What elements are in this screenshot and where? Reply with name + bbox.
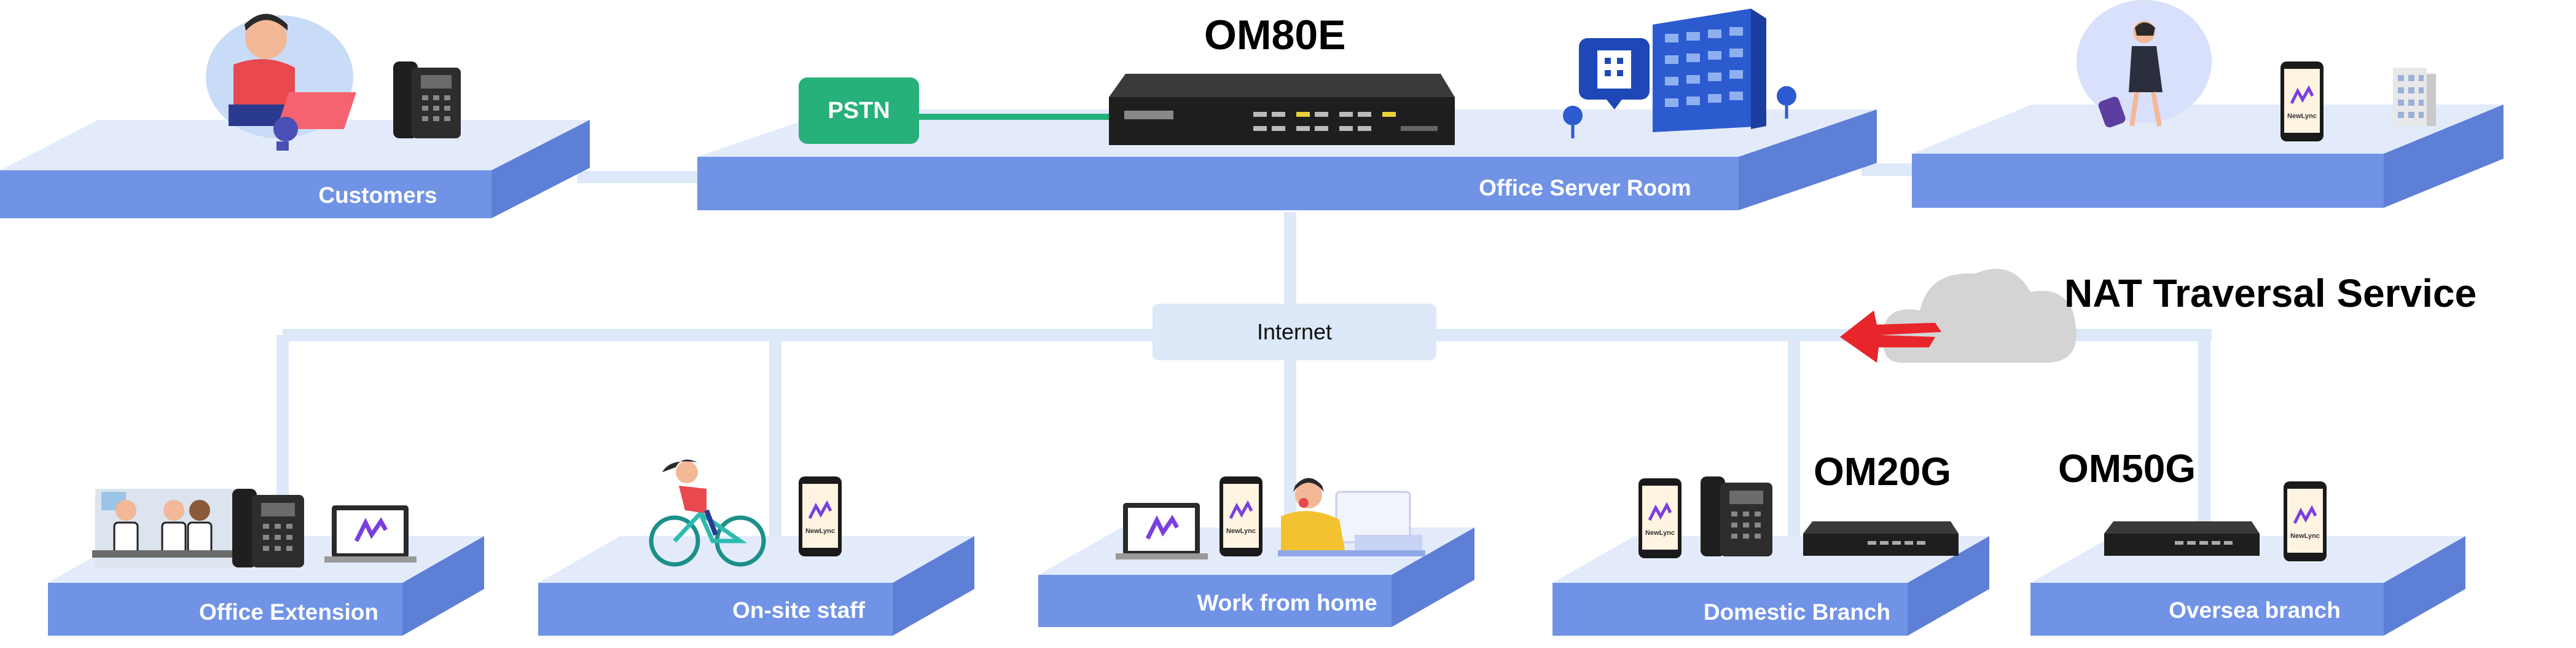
office-server-room-label: Office Server Room (1479, 175, 1691, 200)
home-worker-icon (1278, 478, 1425, 556)
pstn-badge: PSTN (799, 77, 919, 144)
om80e-title: OM80E (1204, 12, 1346, 58)
office-phone-icon (232, 489, 304, 567)
on-site-staff-label: On-site staff (732, 598, 865, 623)
office-team-icon (92, 489, 246, 569)
smartphone-icon: NewLync (2280, 61, 2323, 141)
nat-traversal-title: NAT Traversal Service (2064, 271, 2477, 315)
om50g-device-icon (2104, 521, 2260, 556)
oversea-branch-label: Oversea branch (2169, 598, 2341, 623)
office-extension-label: Office Extension (199, 599, 378, 625)
cloud-icon (1882, 269, 2077, 363)
branch-phone-icon (1701, 476, 1772, 556)
internet-box: Internet (1153, 304, 1436, 360)
work-from-home-label: Work from home (1197, 590, 1377, 615)
building-icon (1563, 9, 1796, 138)
cyclist-icon (649, 459, 766, 567)
customer-agent-icon (206, 14, 356, 151)
app-logo-text: NewLync (1226, 527, 1256, 535)
traveler-icon (2077, 0, 2212, 128)
app-logo-text: NewLync (805, 527, 835, 535)
smartphone-icon: NewLync (1219, 476, 1263, 556)
app-logo-text: NewLync (2287, 113, 2317, 120)
domestic-branch-label: Domestic Branch (1703, 599, 1891, 625)
om50g-title: OM50G (2058, 446, 2196, 491)
desk-phone-icon (393, 61, 461, 138)
app-logo-text: NewLync (2290, 532, 2320, 540)
small-building-icon (2393, 68, 2436, 126)
platform-traveler (1912, 105, 2504, 208)
om80e-device-icon (1109, 74, 1455, 145)
om20g-device-icon (1803, 521, 1959, 556)
smartphone-icon: NewLync (2284, 481, 2327, 561)
laptop-icon (1116, 503, 1208, 559)
laptop-icon (324, 505, 417, 563)
app-logo-text: NewLync (1645, 529, 1675, 537)
smartphone-icon: NewLync (799, 476, 842, 556)
nat-arrow-icon (1840, 310, 1941, 363)
smartphone-icon: NewLync (1638, 478, 1681, 558)
customers-label: Customers (318, 183, 437, 208)
om20g-title: OM20G (1814, 449, 1952, 494)
